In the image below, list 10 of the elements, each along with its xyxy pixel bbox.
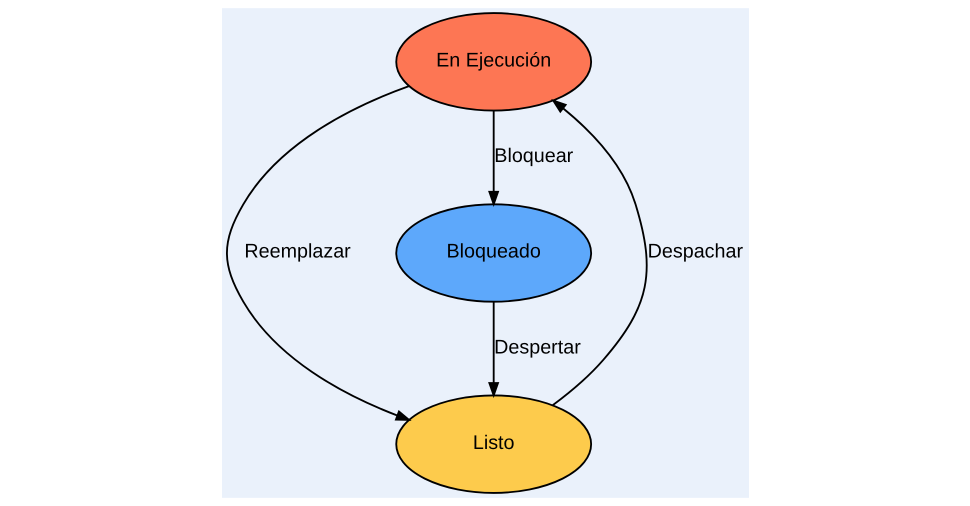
arrow [488,110,499,207]
edge-label: Despertar [494,336,580,358]
edge-label: Reemplazar [244,240,350,263]
arrow [550,98,648,406]
edge-label: Bloquear [494,145,573,168]
arrow [226,85,412,421]
edge-label: Despachar [647,240,743,263]
node-ellipse: En Ejecución [394,12,592,112]
arrow [488,302,499,398]
node-ellipse: Bloqueado [394,203,592,303]
